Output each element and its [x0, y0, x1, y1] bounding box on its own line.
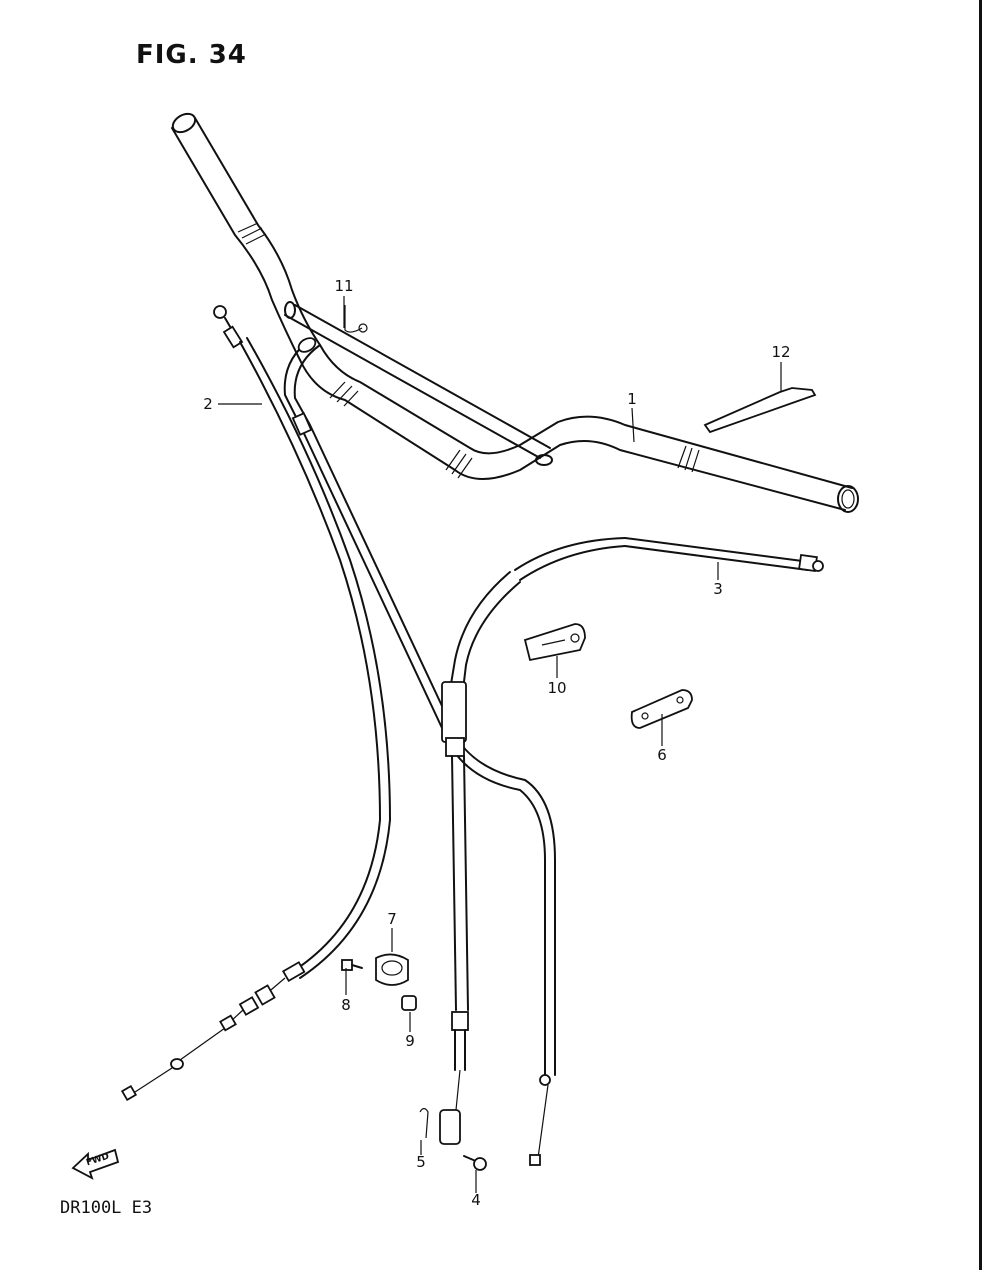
- part-7-clamp: [375, 953, 409, 986]
- callout-8: 8: [341, 996, 351, 1014]
- callout-11: 11: [334, 277, 354, 295]
- part-10-bracket: [523, 623, 586, 662]
- callout-9: 9: [405, 1032, 415, 1050]
- front-brake-cable: [283, 337, 556, 1166]
- callout-4: 4: [471, 1191, 481, 1209]
- part-12-strap: [703, 387, 817, 434]
- callout-2: 2: [203, 395, 213, 413]
- handlebar: [171, 112, 859, 513]
- callout-3: 3: [713, 580, 723, 598]
- figure-title: FIG. 34: [136, 40, 247, 70]
- callout-1: 1: [627, 390, 637, 408]
- throttle-cable: [120, 305, 391, 1102]
- fwd-arrow-icon: [71, 1148, 120, 1180]
- part-5-pin: [419, 1107, 429, 1139]
- part-6-plate: [630, 689, 693, 729]
- callout-6: 6: [657, 746, 667, 764]
- part-9-nut: [401, 995, 417, 1011]
- callout-5: 5: [416, 1153, 426, 1171]
- page-border: [979, 0, 982, 1270]
- part-8-bolt: [341, 959, 363, 971]
- callout-10: 10: [547, 679, 567, 697]
- cable-part-3: [439, 537, 824, 1145]
- leader-lines: [218, 296, 782, 1193]
- callout-7: 7: [387, 910, 397, 928]
- front-brake-cable-end: [344, 305, 368, 333]
- model-code: DR100L E3: [60, 1198, 153, 1218]
- callout-12: 12: [771, 343, 791, 361]
- part-4-bolt: [463, 1155, 487, 1171]
